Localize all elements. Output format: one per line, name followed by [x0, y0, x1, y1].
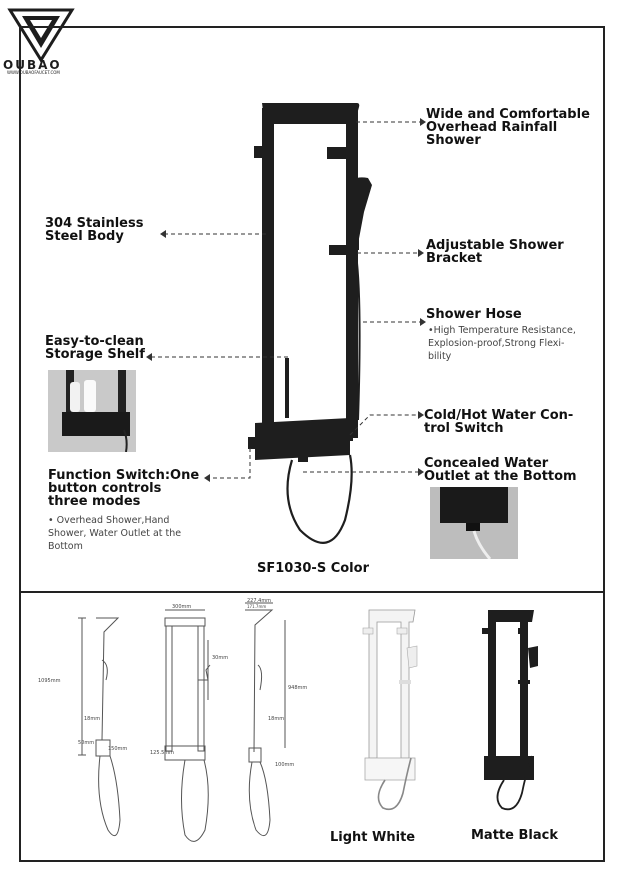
- hose-detail-text: •High Temperature Resistance, Explosion-…: [428, 325, 576, 362]
- label-function-switch: Function Switch:One button controls thre…: [48, 468, 200, 509]
- brand-logo-icon: [7, 8, 75, 63]
- main-frame: [19, 26, 605, 862]
- label-storage-shelf: Easy-to-clean Storage Shelf: [45, 334, 145, 362]
- dim-18b: 18mm: [268, 716, 285, 722]
- storage-shelf-icon: [48, 370, 136, 452]
- brand-url: WWW.OUBAOFAUCET.COM: [7, 70, 60, 75]
- dim-100: 100mm: [275, 762, 295, 768]
- section-divider: [19, 591, 605, 593]
- matte-black-variant-icon: [482, 610, 538, 811]
- dim-width: 300mm: [172, 604, 192, 610]
- label-steel-body: 304 Stainless Steel Body: [45, 216, 144, 244]
- label-shower-bracket: Adjustable Shower Bracket: [426, 238, 564, 266]
- storage-shelf-photo: [48, 370, 136, 452]
- dim-125: 125.5mm: [150, 750, 175, 756]
- water-outlet-icon: [430, 487, 518, 559]
- model-caption: SF1030-S Color: [257, 561, 369, 576]
- dim-height: 1095mm: [38, 678, 61, 684]
- label-rainfall-shower: Wide and Comfortable Overhead Rainfall S…: [426, 107, 590, 148]
- color-label-white: Light White: [330, 830, 416, 845]
- color-label-black: Matte Black: [471, 828, 558, 843]
- label-concealed-outlet: Concealed Water Outlet at the Bottom: [424, 456, 577, 484]
- concealed-outlet-photo: [430, 487, 518, 559]
- dim-150: 150mm: [108, 746, 128, 752]
- dim-depth: 227.4mm: [247, 598, 272, 604]
- label-shower-hose: Shower Hose: [426, 307, 522, 322]
- function-detail-text: • Overhead Shower,Hand Shower, Water Out…: [48, 515, 182, 552]
- dim-50: 50mm: [78, 740, 95, 746]
- light-white-variant-icon: [362, 609, 418, 811]
- dim-depth-small: 171.7mm: [247, 604, 267, 609]
- brand-name: OUBAO: [3, 58, 62, 72]
- dim-948: 948mm: [288, 685, 308, 691]
- dim-18a: 18mm: [84, 716, 101, 722]
- label-control-switch: Cold/Hot Water Con- trol Switch: [424, 408, 574, 436]
- dim-30: 30mm: [212, 655, 229, 661]
